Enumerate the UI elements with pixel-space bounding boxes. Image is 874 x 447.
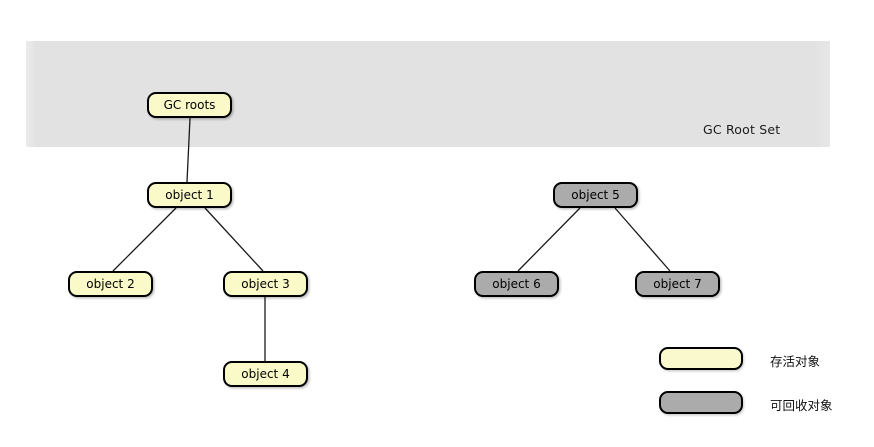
node-object-2: object 2 bbox=[68, 271, 153, 297]
node-object-4: object 4 bbox=[223, 361, 308, 387]
edge-object5-object7 bbox=[614, 207, 671, 272]
legend-collectible-swatch bbox=[659, 391, 743, 414]
node-object-7: object 7 bbox=[635, 271, 720, 297]
legend-collectible-label: 可回收对象 bbox=[770, 398, 833, 413]
legend-live-swatch bbox=[659, 347, 743, 370]
node-gc-roots: GC roots bbox=[147, 92, 232, 118]
edge-object1-object3 bbox=[204, 207, 264, 272]
legend-live-label: 存活对象 bbox=[770, 354, 821, 369]
gc-root-set-label: GC Root Set bbox=[703, 122, 781, 137]
node-object-6: object 6 bbox=[474, 271, 559, 297]
edge-object5-object6 bbox=[517, 207, 581, 272]
node-object-1: object 1 bbox=[147, 182, 232, 208]
node-object-5: object 5 bbox=[553, 182, 638, 208]
edge-gcroots-object1 bbox=[186, 117, 191, 183]
edge-object1-object2 bbox=[112, 207, 177, 272]
node-object-3: object 3 bbox=[223, 271, 308, 297]
